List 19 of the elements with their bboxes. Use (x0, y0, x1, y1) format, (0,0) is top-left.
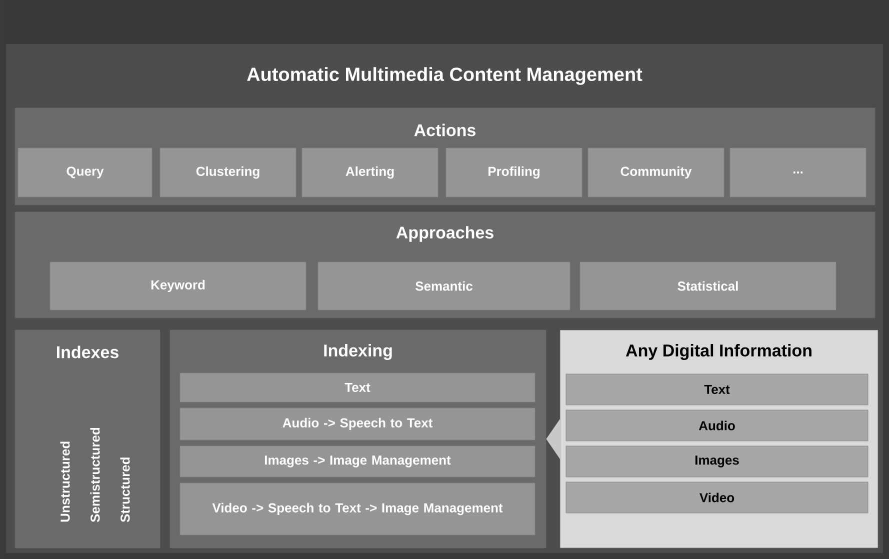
item-box: Video (566, 482, 868, 514)
item-box: Text (566, 374, 868, 406)
item-box: Audio -> Speech to Text (180, 408, 536, 440)
title: Automatic Multimedia Content Management (247, 67, 642, 85)
item-box: Text (180, 372, 536, 402)
item-box: Images -> Image Management (180, 446, 536, 478)
item-box: Alerting (302, 148, 438, 198)
item-box: Keyword (50, 262, 306, 310)
item-box: Clustering (160, 148, 296, 198)
item-box: Audio (566, 410, 868, 442)
item-box: Profiling (446, 148, 582, 198)
item-box: Query (18, 148, 152, 198)
item-box: Semantic (318, 262, 570, 310)
item-box: Images (566, 446, 868, 478)
item-box: Community (588, 148, 724, 198)
section-panel: Indexes Unstructured Semistructured Structured (14, 330, 160, 548)
item-box: Video -> Speech to Text -> Image Management (180, 482, 536, 536)
item-box: ... (730, 148, 866, 198)
item-box: Statistical (580, 262, 836, 310)
